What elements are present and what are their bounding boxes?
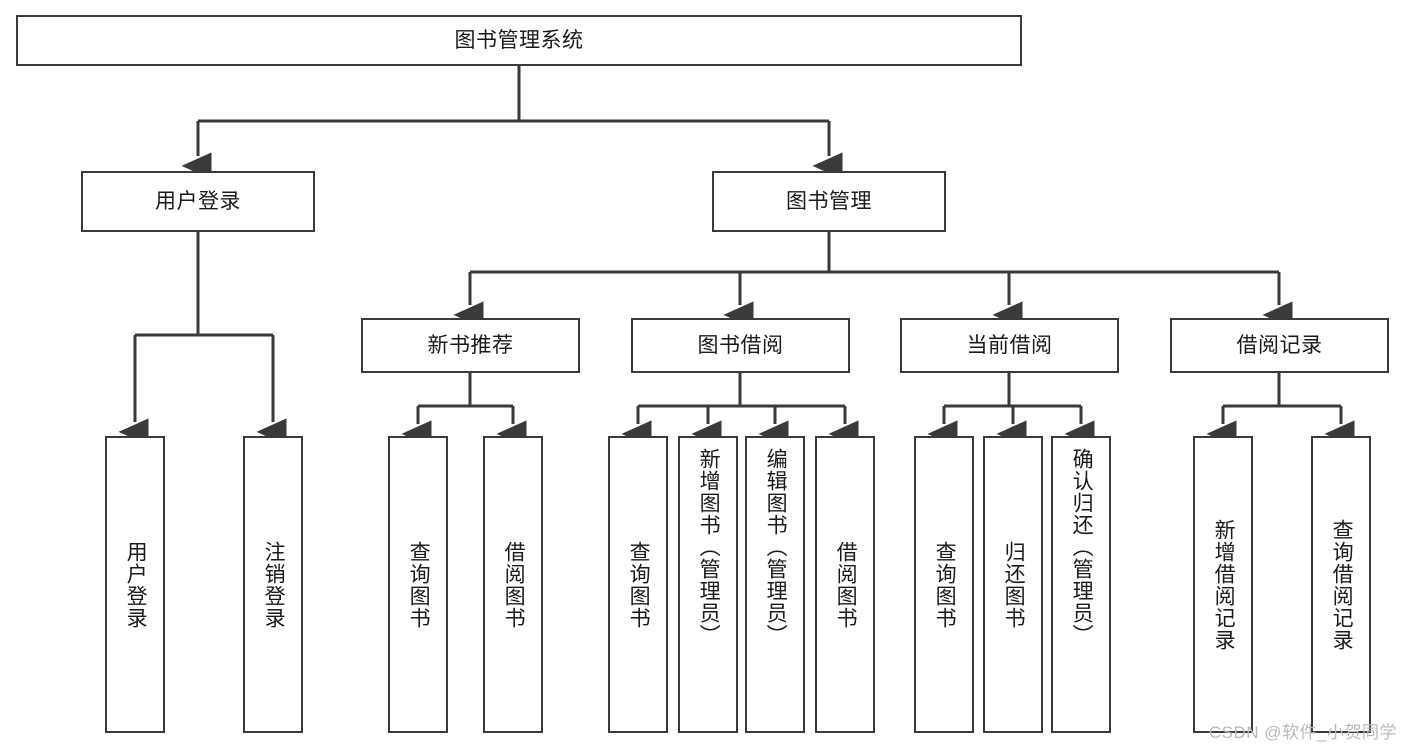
node-leaf-add-record-label: 新增借阅记录 (1212, 518, 1236, 651)
node-leaf-borrow-book-1-label: 借阅图书 (502, 540, 526, 629)
node-leaf-confirm-return-label: 确认归还（管理员） (1070, 448, 1094, 646)
node-leaf-query-book-3[interactable]: 查询图书 (914, 436, 974, 733)
node-leaf-query-record-label: 查询借阅记录 (1330, 518, 1354, 651)
node-book-borrow-label: 图书借阅 (697, 333, 784, 357)
node-leaf-query-record[interactable]: 查询借阅记录 (1311, 436, 1371, 733)
node-leaf-logout[interactable]: 注销登录 (243, 436, 303, 733)
node-user-login[interactable]: 用户登录 (81, 171, 315, 232)
node-leaf-borrow-book-1[interactable]: 借阅图书 (483, 436, 543, 733)
node-borrow-record[interactable]: 借阅记录 (1170, 318, 1389, 373)
node-book-borrow[interactable]: 图书借阅 (631, 318, 850, 373)
node-leaf-add-record[interactable]: 新增借阅记录 (1193, 436, 1253, 733)
node-leaf-return-book[interactable]: 归还图书 (983, 436, 1043, 733)
node-leaf-query-book-2-label: 查询图书 (627, 540, 651, 629)
node-new-book-rec-label: 新书推荐 (427, 333, 514, 357)
node-new-book-rec[interactable]: 新书推荐 (361, 318, 580, 373)
node-leaf-confirm-return[interactable]: 确认归还（管理员） (1051, 436, 1111, 733)
node-leaf-user-login-label: 用户登录 (124, 540, 148, 629)
node-leaf-return-book-label: 归还图书 (1002, 540, 1026, 629)
node-leaf-add-book[interactable]: 新增图书（管理员） (678, 436, 738, 733)
watermark-text: CSDN @软件_小贺同学 (1208, 723, 1397, 742)
node-leaf-query-book-3-label: 查询图书 (933, 540, 957, 629)
node-leaf-query-book-1[interactable]: 查询图书 (388, 436, 448, 733)
node-leaf-edit-book-label: 编辑图书（管理员） (764, 448, 788, 646)
node-leaf-query-book-2[interactable]: 查询图书 (608, 436, 668, 733)
node-leaf-query-book-1-label: 查询图书 (407, 540, 431, 629)
node-current-borrow-label: 当前借阅 (966, 333, 1053, 357)
node-leaf-edit-book[interactable]: 编辑图书（管理员） (745, 436, 805, 733)
node-leaf-borrow-book-2-label: 借阅图书 (834, 540, 858, 629)
node-leaf-logout-label: 注销登录 (262, 540, 286, 629)
node-borrow-record-label: 借阅记录 (1236, 333, 1323, 357)
node-user-login-label: 用户登录 (155, 189, 241, 213)
node-root[interactable]: 图书管理系统 (16, 15, 1022, 66)
node-current-borrow[interactable]: 当前借阅 (900, 318, 1119, 373)
node-root-label: 图书管理系统 (454, 28, 584, 52)
node-book-manage[interactable]: 图书管理 (712, 171, 946, 232)
node-leaf-user-login[interactable]: 用户登录 (105, 436, 165, 733)
node-book-manage-label: 图书管理 (786, 189, 872, 213)
node-leaf-borrow-book-2[interactable]: 借阅图书 (815, 436, 875, 733)
node-leaf-add-book-label: 新增图书（管理员） (697, 448, 721, 646)
